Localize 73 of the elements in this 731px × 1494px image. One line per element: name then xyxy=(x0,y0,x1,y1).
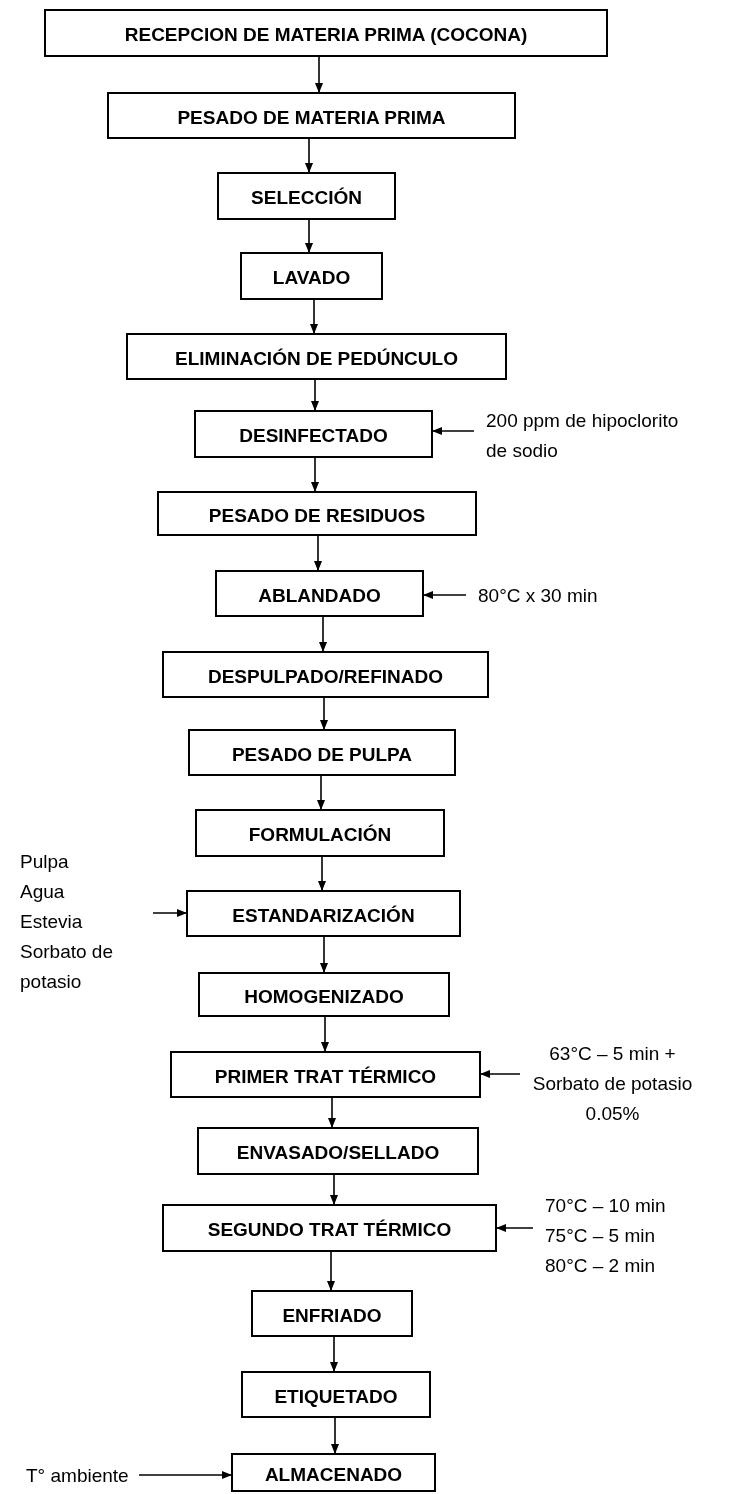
step-label: DESINFECTADO xyxy=(239,424,388,448)
process-box xyxy=(107,92,516,139)
arrow xyxy=(138,1471,232,1479)
arrow xyxy=(320,936,328,973)
step-label: RECEPCION DE MATERIA PRIMA (COCONA) xyxy=(124,23,528,47)
arrow xyxy=(317,775,325,810)
arrow xyxy=(330,1336,338,1372)
process-box xyxy=(162,1204,497,1252)
process-box xyxy=(188,729,456,776)
process-box xyxy=(194,410,433,458)
note-text: Estevia xyxy=(20,910,83,934)
note-text: Sorbato de potasio xyxy=(20,940,114,994)
arrow xyxy=(315,56,323,93)
arrow xyxy=(305,138,313,173)
step-label: PRIMER TRAT TÉRMICO xyxy=(214,1064,437,1089)
arrow xyxy=(314,535,322,571)
process-box xyxy=(251,1290,413,1337)
step-label: PESADO DE RESIDUOS xyxy=(208,503,426,528)
arrow xyxy=(318,856,326,891)
process-box xyxy=(162,651,489,698)
note-text: 200 ppm de hipoclorito de sodio xyxy=(486,409,679,463)
process-box xyxy=(157,491,477,536)
note-text: 63°C – 5 min + Sorbato de potasio 0.05% xyxy=(531,1042,694,1126)
process-box xyxy=(217,172,396,220)
step-label: ELIMINACIÓN DE PEDÚNCULO xyxy=(175,346,458,371)
step-label: PESADO DE PULPA xyxy=(231,742,413,767)
process-box xyxy=(44,9,608,57)
step-label: PESADO DE MATERIA PRIMA xyxy=(177,105,446,130)
arrow xyxy=(331,1417,339,1454)
step-label: LAVADO xyxy=(272,266,351,290)
note-text: 70°C – 10 min xyxy=(545,1194,666,1218)
step-label: ENFRIADO xyxy=(282,1303,382,1328)
step-label: ABLANDADO xyxy=(258,583,381,608)
arrow xyxy=(320,697,328,730)
process-box xyxy=(170,1051,481,1098)
arrow xyxy=(311,457,319,492)
process-box xyxy=(195,809,445,857)
arrow xyxy=(423,591,467,599)
process-box xyxy=(241,1371,431,1418)
step-label: DESPULPADO/REFINADO xyxy=(207,664,444,689)
note-text: Agua xyxy=(20,880,65,904)
process-box xyxy=(198,972,450,1017)
note-text: Pulpa xyxy=(20,850,69,874)
note-text: 80°C x 30 min xyxy=(478,584,598,608)
step-label: SEGUNDO TRAT TÉRMICO xyxy=(207,1218,452,1242)
process-box xyxy=(240,252,383,300)
arrow xyxy=(328,1097,336,1128)
arrow xyxy=(310,299,318,334)
arrow xyxy=(321,1016,329,1052)
arrow xyxy=(327,1251,335,1291)
step-label: ESTANDARIZACIÓN xyxy=(232,903,415,928)
arrow xyxy=(319,616,327,652)
step-label: HOMOGENIZADO xyxy=(244,984,404,1009)
step-label: SELECCIÓN xyxy=(251,186,362,210)
note-text: 80°C – 2 min xyxy=(545,1254,656,1278)
process-box xyxy=(126,333,507,380)
arrow xyxy=(305,219,313,253)
arrow xyxy=(480,1070,521,1078)
arrow xyxy=(496,1224,534,1232)
arrow xyxy=(330,1174,338,1205)
process-box xyxy=(215,570,424,617)
note-text: T° ambiente xyxy=(26,1464,129,1488)
process-box xyxy=(231,1453,436,1492)
arrow xyxy=(311,379,319,411)
step-label: ETIQUETADO xyxy=(274,1384,398,1409)
process-box xyxy=(186,890,461,937)
step-label: ENVASADO/SELLADO xyxy=(236,1141,440,1165)
process-box xyxy=(197,1127,479,1175)
arrow xyxy=(152,909,187,917)
step-label: FORMULACIÓN xyxy=(248,823,392,847)
arrow xyxy=(432,427,475,435)
note-text: 75°C – 5 min xyxy=(545,1224,656,1248)
step-label: ALMACENADO xyxy=(264,1462,403,1487)
